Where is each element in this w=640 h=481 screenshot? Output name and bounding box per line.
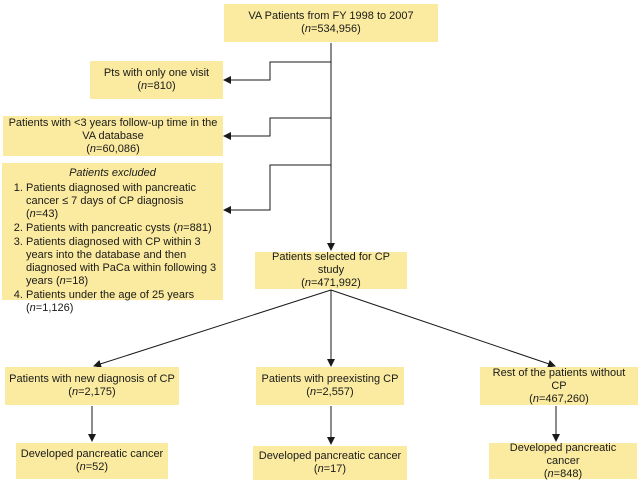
new-cp-diagnosis-title: Patients with new diagnosis of CP [9, 373, 175, 385]
exclusion-single-visit-box: Pts with only one visit (n=810) [90, 61, 223, 99]
cp-study-selection-count: (n=471,992) [301, 277, 361, 289]
preexisting-cp-box: Patients with preexisting CP (n=2,557) [256, 367, 404, 405]
outcome-without-cp-title: Developed pancreatic cancer [509, 441, 617, 467]
patients-excluded-list: Patients diagnosed with pancreatic cance… [8, 182, 217, 316]
excluded-item: Patients under the age of 25 years (n=1,… [26, 289, 217, 315]
group-1-arrow [93, 289, 332, 368]
source-population-box: VA Patients from FY 1998 to 2007 (n=534,… [224, 4, 438, 42]
group-3-arrow [330, 289, 556, 368]
outcome-preexisting-cp-box: Developed pancreatic cancer (n=17) [253, 446, 407, 480]
outcome-without-cp-box: Developed pancreatic cancer (n=848) [489, 441, 637, 480]
source-population-count: (n=534,956) [301, 23, 361, 35]
exclusion-2-arrow [223, 117, 331, 140]
excluded-item: Patients diagnosed with pancreatic cance… [26, 182, 217, 221]
without-cp-box: Rest of the patients without CP (n=467,2… [480, 367, 638, 405]
excluded-item: Patients with pancreatic cysts (n=881) [26, 222, 217, 235]
outcome-without-cp-count: (n=848) [543, 467, 583, 480]
outcome-new-cp-title: Developed pancreatic cancer [20, 448, 164, 460]
source-population-title: VA Patients from FY 1998 to 2007 [248, 10, 414, 22]
cp-study-selection-title: Patients selected for CP study [271, 251, 390, 276]
without-cp-count: (n=467,260) [529, 392, 589, 405]
cp-study-selection-box: Patients selected for CP study (n=471,99… [255, 251, 407, 289]
without-cp-title: Rest of the patients without CP [492, 366, 626, 392]
exclusion-3-arrow [223, 164, 331, 214]
preexisting-cp-count: (n=2,557) [306, 386, 354, 398]
exclusion-short-followup-box: Patients with <3 years follow-up time in… [3, 116, 223, 156]
outcome-new-cp-box: Developed pancreatic cancer (n=52) [16, 443, 168, 479]
patients-excluded-header: Patients excluded [69, 167, 156, 179]
outcome-preexisting-cp-count: (n=17) [313, 463, 347, 475]
exclusion-1-arrow [223, 61, 331, 84]
preexisting-cp-title: Patients with preexisting CP [261, 373, 399, 385]
exclusion-short-followup-count: (n=60,086) [86, 142, 140, 155]
exclusion-short-followup-title: Patients with <3 years follow-up time in… [8, 116, 218, 142]
outcome-new-cp-count: (n=52) [75, 461, 109, 473]
new-cp-diagnosis-count: (n=2,175) [68, 386, 116, 398]
exclusion-single-visit-count: (n=810) [137, 80, 176, 92]
excluded-item: Patients diagnosed with CP within 3 year… [26, 236, 217, 288]
patients-excluded-box: Patients excluded Patients diagnosed wit… [2, 163, 223, 314]
outcome-preexisting-cp-title: Developed pancreatic cancer [258, 450, 402, 462]
exclusion-single-visit-title: Pts with only one visit [103, 67, 210, 79]
new-cp-diagnosis-box: Patients with new diagnosis of CP (n=2,1… [5, 367, 179, 405]
